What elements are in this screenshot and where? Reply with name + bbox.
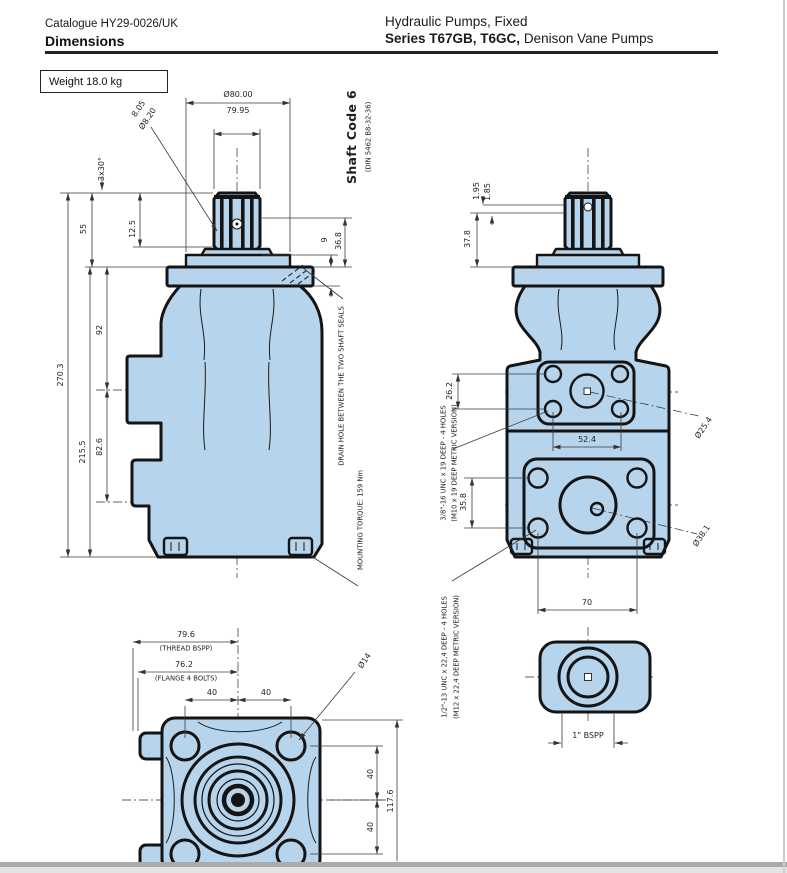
dimension-lines [60, 98, 638, 861]
page-bottom-margin [0, 867, 787, 873]
dim-1in-bspp: 1" BSPP [572, 731, 604, 740]
dim-dia80-max: Ø80.00 [223, 90, 253, 99]
front-view [125, 191, 324, 559]
header-rule [45, 51, 718, 54]
dim-55: 55 [79, 223, 88, 235]
page-bottom-edge [0, 862, 787, 867]
lower-port-thread-note: 1/2"-13 UNC x 22,4 DEEP - 4 HOLES [440, 596, 449, 718]
dim-215-5: 215.5 [78, 440, 87, 464]
mounting-torque-note: MOUNTING TORQUE: 159 Nm [356, 469, 365, 571]
dim-40-right-upper: 40 [366, 768, 375, 780]
dim-12-5: 12.5 [128, 220, 137, 238]
series-rest: Denison Vane Pumps [520, 31, 654, 46]
dim-70: 70 [581, 598, 593, 607]
series-title: Series T67GB, T6GC, Denison Vane Pumps [385, 31, 653, 46]
catalogue-number: Catalogue HY29-0026/UK [45, 18, 178, 30]
dim-36-8: 36.8 [334, 232, 343, 250]
dim-92: 92 [95, 324, 104, 336]
mounting-flange [165, 265, 315, 288]
dim-76-2: 76.2 [175, 660, 193, 669]
lower-port-metric-note: (M12 x 22,4 DEEP METRIC VERSION) [452, 595, 461, 719]
dim-1-85: 1.85 [483, 183, 492, 201]
upper-port-face [536, 360, 636, 426]
dim-9: 9 [320, 237, 329, 243]
page-title: Dimensions [45, 33, 125, 49]
thread-bspp-note: (THREAD BSPP) [159, 644, 213, 653]
dim-79-6: 79.6 [177, 630, 195, 639]
dim-270-3: 270.3 [56, 363, 65, 387]
shaft-code-din: (DIN 5462 B8-32-36) [364, 101, 373, 173]
page-right-edge [783, 0, 785, 873]
upper-port-thread-note: 3/8"-16 UNC x 19 DEEP - 4 HOLES [439, 405, 448, 521]
dim-26-2: 26.2 [445, 382, 454, 400]
dim-117-6: 117.6 [386, 789, 395, 813]
flange-bolts-note: (FLANGE 4 BOLTS) [154, 674, 218, 683]
drain-hole-mark [281, 264, 318, 285]
flange-face-view [138, 716, 322, 873]
upper-port-metric-note: (M10 x 19 DEEP METRIC VERSION) [450, 404, 459, 522]
product-line-title: Hydraulic Pumps, Fixed [385, 14, 528, 29]
dim-82-6: 82.6 [95, 438, 104, 456]
dim-chamfer: 3x30° [97, 156, 106, 182]
weight-badge: Weight 18.0 kg [40, 70, 168, 93]
dim-37-8: 37.8 [463, 230, 472, 248]
drain-hole-note: DRAIN HOLE BETWEEN THE TWO SHAFT SEALS [337, 306, 346, 466]
shaft-code-title: Shaft Code 6 [343, 90, 359, 184]
series-bold: Series T67GB, T6GC, [385, 31, 521, 46]
port-side-view [538, 640, 652, 714]
dim-dia80-min: 79.95 [226, 106, 250, 115]
dim-52-4: 52.4 [578, 435, 596, 444]
dim-40-right-lower: 40 [366, 821, 375, 833]
dim-35-8: 35.8 [459, 493, 468, 511]
dim-40-top-left: 40 [206, 688, 218, 697]
dim-40-top-right: 40 [260, 688, 272, 697]
side-view [505, 191, 700, 559]
dim-1-95: 1.95 [472, 182, 481, 200]
